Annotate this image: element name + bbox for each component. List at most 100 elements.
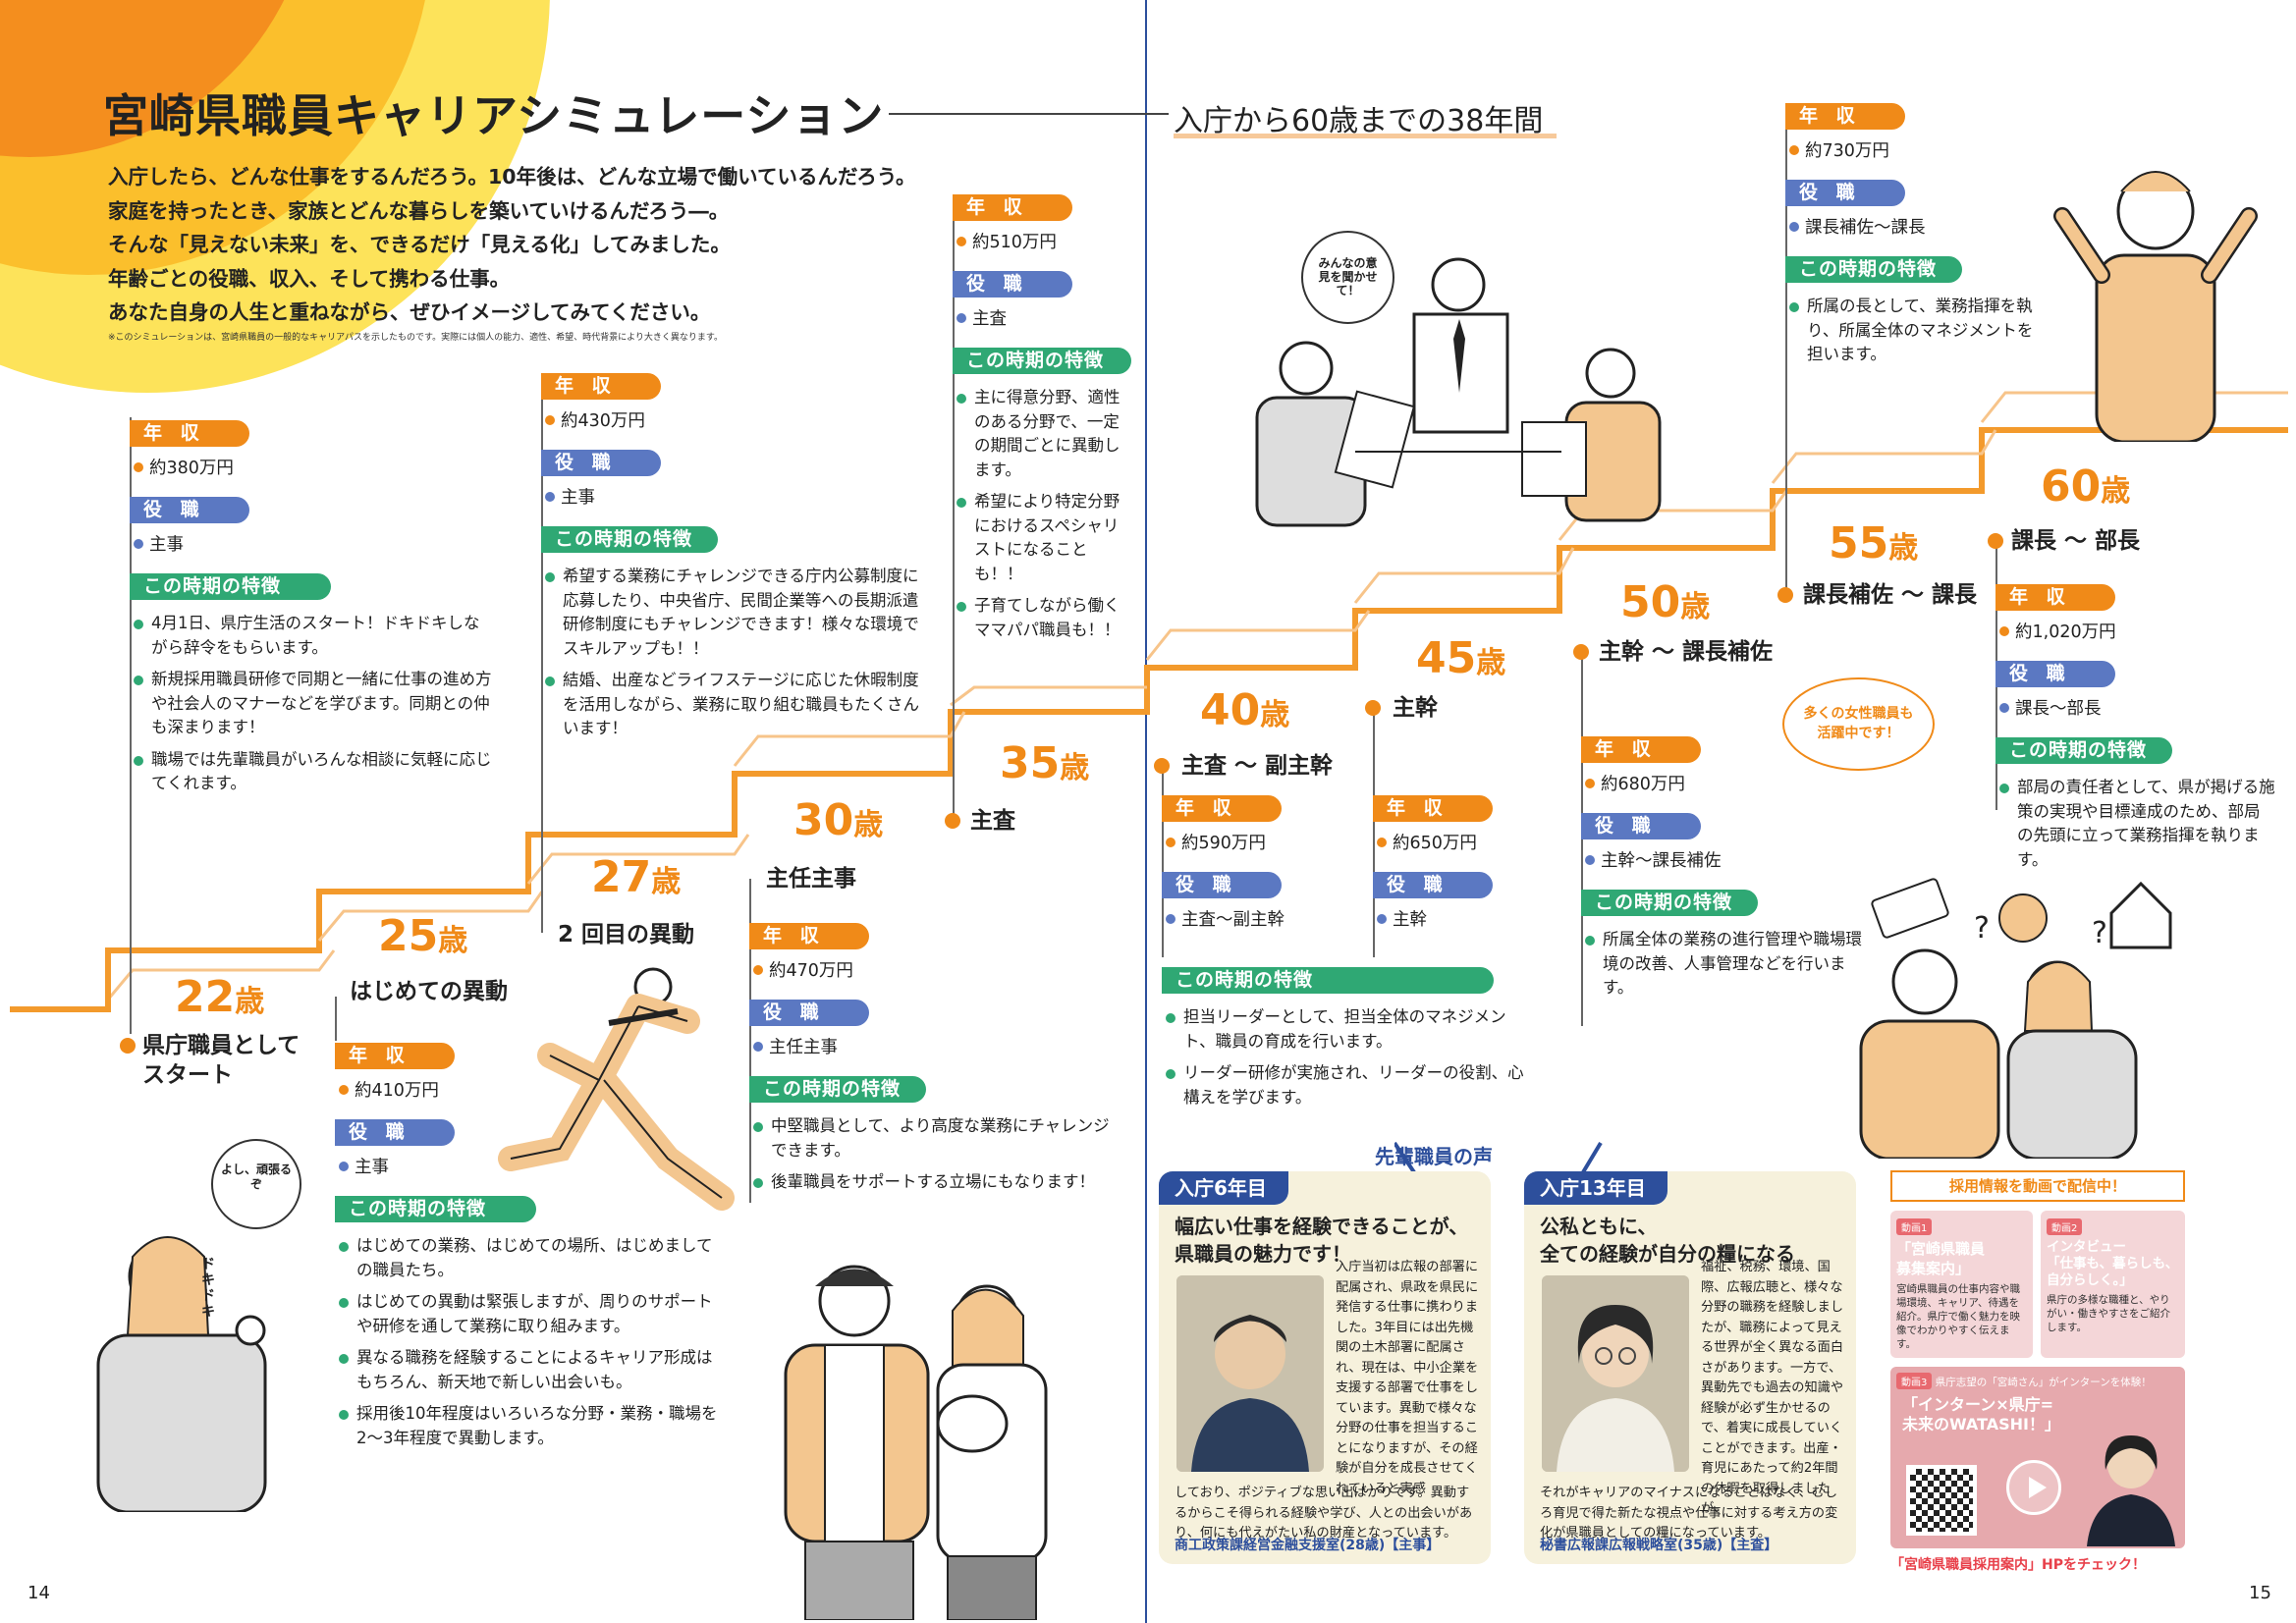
feature-item: はじめての業務、はじめての場所、はじめましての職員たち。 (335, 1234, 718, 1282)
meeting-illustration (1255, 257, 1662, 527)
play-button-icon[interactable] (2006, 1460, 2061, 1515)
page-number-left: 14 (27, 1583, 50, 1603)
age-number: 50 (1620, 577, 1681, 627)
feature-item: 結婚、出産などライフステージに応じた休暇制度を活用しながら、業務に取り組む職員も… (541, 669, 924, 741)
income-value: 約380万円 (134, 455, 493, 479)
age-unit: 歳 (235, 985, 265, 1019)
role-tag: 役 職 (130, 497, 249, 523)
voice-headline: 公私ともに、 全ての経験が自分の糧になる (1540, 1215, 1795, 1266)
stage-card-35: 年 収 約510万円 役 職 主査 この時期の特徴 主に得意分野、適性のある分野… (953, 194, 1134, 652)
yoshi-speech-bubble: よし、頑張るぞ (211, 1139, 301, 1229)
role-value: 主事 (134, 531, 493, 556)
recruit-hp-link[interactable]: 「宮崎県職員採用案内」HPをチェック！ (1890, 1557, 2146, 1573)
age-unit: 歳 (1680, 590, 1711, 624)
position-27: 2 回目の異動 (558, 922, 695, 947)
features-list: 所属の長として、業務指揮を執り、所属全体のマネジメントを担います。 (1785, 295, 2036, 367)
intro-text: 入庁したら、どんな仕事をするんだろう。10年後は、どんな立場で働いているんだろう… (108, 160, 943, 330)
voices-title: 先輩職員の声 (1375, 1145, 1493, 1168)
role-value: 主幹〜課長補佐 (1585, 847, 1876, 872)
income-tag: 年 収 (1581, 736, 1701, 763)
milestone-dot (120, 1038, 136, 1054)
features-tag: この時期の特徴 (541, 526, 718, 553)
features-tag: この時期の特徴 (1162, 967, 1494, 994)
milestone-dot (1777, 587, 1793, 603)
income-value: 約680万円 (1585, 771, 1876, 795)
income-value: 約470万円 (753, 957, 1122, 982)
guide-line-25 (335, 997, 337, 1041)
feature-item: 中堅職員として、より高度な業務にチャレンジできます。 (749, 1114, 1122, 1163)
video-1-card[interactable]: 動画1 「宮崎県職員 募集案内」 宮崎県職員の仕事内容や職場環境、キャリア、待遇… (1890, 1211, 2033, 1358)
role-tag: 役 職 (1995, 661, 2115, 687)
age-number: 45 (1416, 633, 1477, 683)
disclaimer-note: ※このシミュレーションは、宮崎県職員の一般的なキャリアパスを示したものです。実際… (108, 333, 724, 343)
video-title: 「宮崎県職員 募集案内」 (1896, 1240, 1986, 1277)
income-tag: 年 収 (130, 420, 249, 447)
feature-item: 所属全体の業務の進行管理や職場環境の改善、人事管理などを行います。 (1581, 928, 1876, 1001)
video-title: 「インターン×県庁= 未来のWATASHI！」 (1902, 1395, 2060, 1434)
income-value: 約730万円 (1789, 137, 2041, 162)
age-number: 40 (1200, 685, 1261, 735)
features-tag: この時期の特徴 (130, 573, 331, 600)
svg-text:?: ? (2092, 916, 2107, 950)
intro-line: そんな「見えない未来」を、できるだけ「見える化」してみました。 (108, 233, 731, 256)
age-40: 40歳 (1200, 685, 1289, 735)
age-unit: 歳 (853, 808, 884, 842)
position-30: 主任主事 (766, 866, 856, 892)
features-list: 所属全体の業務の進行管理や職場環境の改善、人事管理などを行います。 (1581, 928, 1876, 1001)
video-title: インタビュー 「仕事も、暮らしも、 自分らしく。」 (2047, 1239, 2179, 1288)
feature-item: 所属の長として、業務指揮を執り、所属全体のマネジメントを担います。 (1785, 295, 2036, 367)
voice-footer: 商工政策課経営金融支援室(28歳)【主事】 (1175, 1538, 1441, 1553)
guide-line-50 (1581, 653, 1583, 1026)
income-tag: 年 収 (953, 194, 1072, 221)
cheering-person-illustration (2053, 171, 2258, 442)
features-list: 担当リーダーとして、担当全体のマネジメント、職員の育成を行います。 リーダー研修… (1162, 1005, 1535, 1109)
features-list: 主に得意分野、適性のある分野で、一定の期間ごとに異動します。 希望により特定分野… (953, 386, 1134, 642)
voices-title-marks (1394, 1141, 1603, 1174)
age-unit: 歳 (1888, 531, 1919, 566)
video-2-card[interactable]: 動画2 インタビュー 「仕事も、暮らしも、 自分らしく。」 県庁の多様な職種と、… (2041, 1211, 2185, 1358)
age-number: 27 (591, 852, 652, 902)
stage-features-40-45: この時期の特徴 担当リーダーとして、担当全体のマネジメント、職員の育成を行います… (1162, 967, 1535, 1119)
role-tag: 役 職 (1581, 813, 1701, 839)
features-tag: この時期の特徴 (953, 348, 1131, 374)
income-tag: 年 収 (541, 373, 661, 400)
role-tag: 役 職 (749, 1000, 869, 1026)
intro-line: 入庁したら、どんな仕事をするんだろう。10年後は、どんな立場で働いているんだろう… (108, 165, 916, 189)
position-45: 主幹 (1393, 695, 1438, 721)
voice-body: 福祉、税務、環境、国際、広報広聴と、様々な分野の職務を経験しましたが、職務によっ… (1701, 1260, 1844, 1516)
income-tag: 年 収 (1995, 584, 2115, 611)
feature-item: 担当リーダーとして、担当全体のマネジメント、職員の育成を行います。 (1162, 1005, 1535, 1054)
stage-card-30: 年 収 約470万円 役 職 主任主事 この時期の特徴 中堅職員として、より高度… (749, 923, 1122, 1205)
employee-photo (1542, 1275, 1689, 1472)
position-25: はじめての異動 (350, 979, 508, 1004)
voice-tag: 入庁13年目 (1524, 1171, 1667, 1205)
feature-item: 主に得意分野、適性のある分野で、一定の期間ごとに異動します。 (953, 386, 1134, 482)
age-unit: 歳 (1476, 646, 1506, 680)
role-tag: 役 職 (953, 271, 1072, 298)
position-60: 課長 〜 部長 (2011, 528, 2141, 554)
guide-line-22 (130, 417, 132, 1034)
features-list: 希望する業務にチャレンジできる庁内公募制度に応募したり、中央省庁、民間企業等への… (541, 565, 924, 741)
page-number-right: 15 (2249, 1583, 2271, 1603)
feature-item: 希望により特定分野におけるスペシャリストになることも！！ (953, 490, 1134, 586)
feature-item: 4月1日、県庁生活のスタート！ドキドキしながら辞令をもらいます。 (130, 612, 493, 660)
video-desc: 宮崎県職員の仕事内容や職場環境、キャリア、待遇を紹介。県庁で働く魅力を映像でわか… (1896, 1283, 2020, 1350)
age-22: 22歳 (175, 972, 264, 1022)
stage-card-50: 年 収 約680万円 役 職 主幹〜課長補佐 この時期の特徴 所属全体の業務の進… (1581, 736, 1876, 1010)
guide-line-45 (1373, 707, 1375, 957)
milestone-dot (1988, 533, 2003, 549)
stage-card-45: 年 収 約650万円 役 職 主幹 (1373, 795, 1530, 948)
age-45: 45歳 (1416, 633, 1505, 683)
video-3-card[interactable]: 動画3 県庁志望の「宮崎さん」がインターンを体験！ 「インターン×県庁= 未来の… (1890, 1367, 2185, 1548)
video-number: 動画2 (2047, 1218, 2083, 1235)
age-25: 25歳 (378, 911, 467, 961)
nervous-woman-illustration (96, 1236, 267, 1512)
voice-body: 入庁当初は広報の部署に配属され、県政を県民に発信する仕事に携わりました。3年目に… (1336, 1260, 1479, 1496)
milestone-dot (1154, 758, 1170, 774)
svg-text:?: ? (1974, 911, 1990, 946)
title-rule (889, 113, 1169, 115)
employee-photo (1176, 1275, 1324, 1472)
position-35: 主査 (970, 808, 1015, 834)
income-value: 約1,020万円 (1999, 619, 2275, 643)
